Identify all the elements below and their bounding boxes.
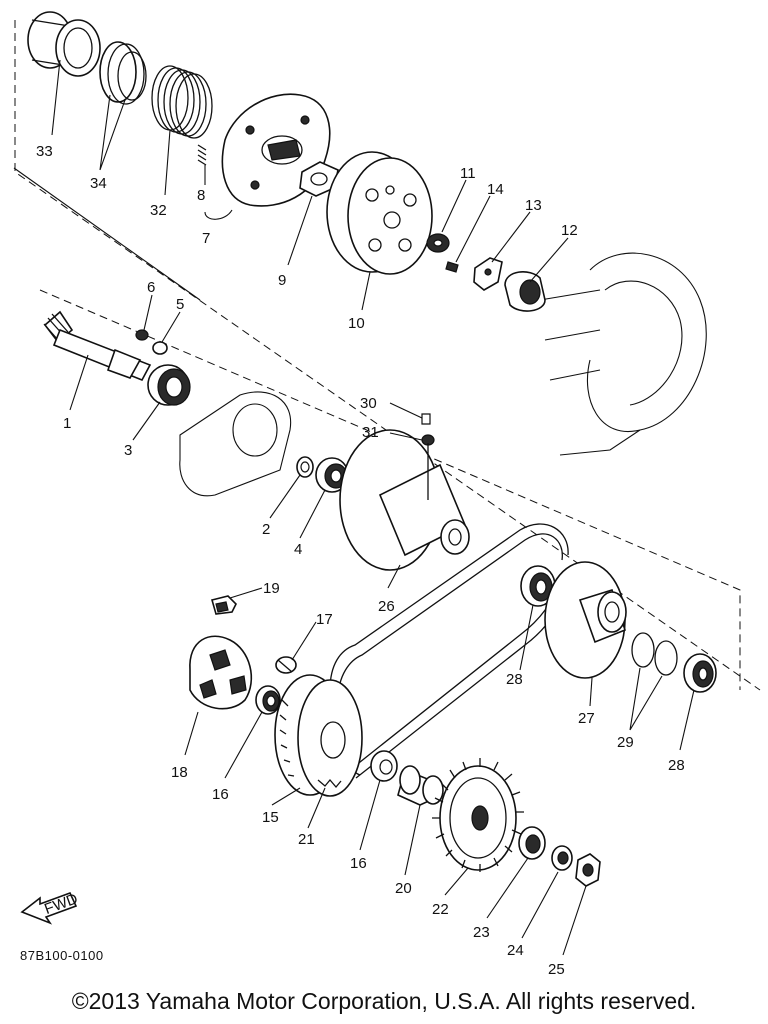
part-28-bearing-upper [520, 565, 556, 607]
part-22-fan-sheave [432, 758, 524, 872]
callout-22: 22 [432, 901, 449, 918]
callout-17: 17 [316, 611, 333, 628]
part-13-plate [473, 257, 503, 291]
diagram-code: 87B100-0100 [20, 948, 104, 963]
part-30-pin [421, 413, 431, 425]
clutch-cover-outline [179, 391, 292, 497]
part-6-bolt [135, 329, 149, 341]
callout-2: 2 [262, 521, 270, 538]
part-34-springs [99, 41, 147, 105]
callout-15: 15 [262, 809, 279, 826]
part-27-secondary-sheave [544, 561, 627, 679]
callout-19: 19 [263, 580, 280, 597]
callout-32: 32 [150, 202, 167, 219]
callout-24: 24 [507, 942, 524, 959]
callout-13: 13 [525, 197, 542, 214]
part-1-primary-shaft [43, 310, 152, 382]
part-8-spring [197, 144, 207, 166]
leader-lines [51, 59, 695, 956]
part-19-slider [211, 595, 237, 615]
part-33-sleeve [27, 11, 101, 77]
callout-3: 3 [124, 442, 132, 459]
callout-7: 7 [202, 230, 210, 247]
callout-4: 4 [294, 541, 302, 558]
callout-31: 31 [362, 424, 379, 441]
part-24-washer [551, 845, 573, 871]
callout-11: 11 [460, 165, 476, 182]
callout-18: 18 [171, 764, 188, 781]
callout-28-upper: 28 [506, 671, 523, 688]
part-16-bushing-left [255, 685, 281, 715]
exploded-parts-diagram: FWD 33 34 32 8 7 9 10 11 14 13 12 6 5 1 … [13, 11, 761, 975]
callout-34: 34 [90, 175, 107, 192]
callout-26: 26 [378, 598, 395, 615]
callout-16-left: 16 [212, 786, 229, 803]
part-25-nut [575, 853, 601, 887]
part-18-cam [189, 635, 253, 710]
callout-1: 1 [63, 415, 71, 432]
part-2-circlip [296, 456, 314, 478]
part-11-nut [426, 233, 450, 253]
part-9-washer [299, 161, 339, 197]
part-23-gear [518, 826, 546, 860]
part-29-o-rings [631, 632, 678, 676]
callout-5: 5 [176, 296, 184, 313]
callout-25: 25 [548, 961, 565, 975]
part-12-collar [504, 271, 546, 312]
callout-20: 20 [395, 880, 412, 897]
part-16-bushing-right [370, 750, 398, 782]
part-21-gear-ring [317, 778, 342, 789]
callout-6: 6 [147, 279, 155, 296]
callout-28-lower: 28 [668, 757, 685, 774]
callout-9: 9 [278, 272, 286, 289]
part-20-collar [397, 765, 444, 806]
callout-21: 21 [298, 831, 315, 848]
fwd-label: FWD [42, 890, 80, 918]
part-32-coil-spring [151, 65, 213, 139]
callout-14: 14 [487, 181, 504, 198]
engine-case-outline [539, 252, 707, 456]
part-3-bearing [147, 364, 191, 406]
part-15-movable-sheave [274, 674, 363, 797]
copyright-notice: ©2013 Yamaha Motor Corporation, U.S.A. A… [71, 988, 697, 1014]
callout-8: 8 [197, 187, 205, 204]
part-26-fixed-sheave [339, 429, 470, 571]
part-5-washer [152, 341, 168, 355]
callout-27: 27 [578, 710, 595, 727]
assembly-frame-lines [13, 20, 761, 691]
callout-12: 12 [561, 222, 578, 239]
fwd-arrow-icon: FWD [20, 890, 80, 925]
part-10-clutch-housing [326, 151, 433, 275]
callout-labels: 33 34 32 8 7 9 10 11 14 13 12 6 5 1 3 30… [36, 143, 685, 975]
part-14-bolt [445, 261, 459, 273]
callout-29: 29 [617, 734, 634, 751]
callout-10: 10 [348, 315, 365, 332]
callout-33: 33 [36, 143, 53, 160]
callout-23: 23 [473, 924, 490, 941]
callout-16-right: 16 [350, 855, 367, 872]
callout-30: 30 [360, 395, 377, 412]
part-17-roller-weight [275, 656, 297, 674]
part-28-bearing-lower [683, 653, 717, 693]
